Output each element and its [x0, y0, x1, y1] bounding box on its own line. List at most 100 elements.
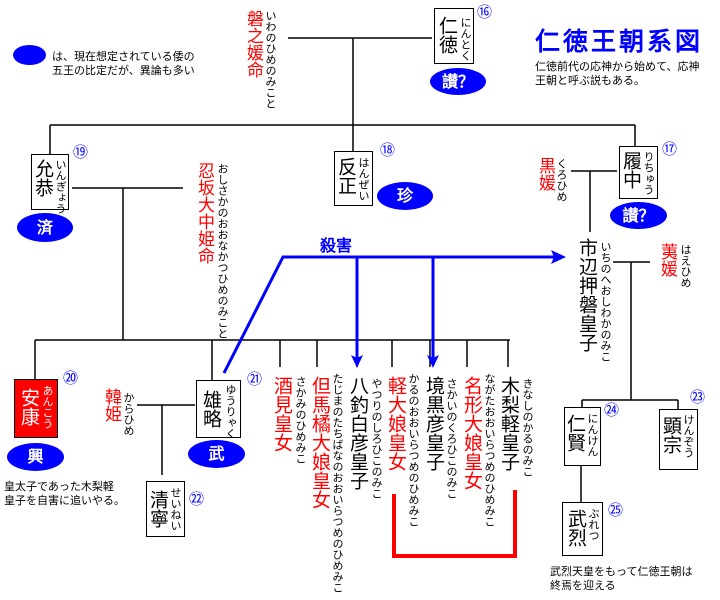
line-nintoku-children: [49, 124, 636, 154]
person-haehime-name: 荑媛: [657, 243, 677, 277]
person-karu-ooiratsume-name: 軽大娘皇女: [385, 376, 407, 471]
person-buretsu-box: 武烈 ぶれつ: [562, 502, 603, 556]
person-ichinobe-reading: いちのへおしわかのみこ: [599, 241, 612, 362]
reign-number-richu: ⑰: [662, 140, 678, 158]
person-seinei-name: 清寧: [147, 490, 169, 528]
buretsu-note: 武烈天皇をもって仁徳王朝は終焉を迎える: [550, 565, 692, 593]
description-line-2: 王朝と呼ぶ説もある。: [535, 74, 645, 87]
person-kinashi-name: 木梨軽皇子: [498, 376, 520, 471]
reign-number-nintoku: ⑯: [477, 3, 493, 21]
person-buretsu-name: 武烈: [565, 509, 587, 547]
reign-number-yuryaku: ㉑: [247, 370, 263, 388]
king-badge-yuryaku: 武: [188, 440, 245, 468]
buretsu-note-line-2: 終焉を迎える: [550, 579, 616, 592]
king-badge-ingyo: 済: [17, 213, 73, 242]
person-haehime-reading: はえひめ: [679, 244, 692, 288]
person-yatsuri-name: 八釣白彦皇子: [347, 376, 369, 490]
person-sakami-name: 酒見皇女: [271, 376, 293, 452]
description-line-1: 仁徳前代の応神から始めて、応神: [535, 60, 700, 73]
kill-label: 殺害: [320, 236, 353, 255]
reign-number-kenzo: ㉓: [690, 388, 706, 406]
person-buretsu-reading: ぶれつ: [587, 508, 600, 541]
legend-line-2: 五王の比定だが、異論も多い: [52, 64, 195, 77]
line-karahime-yuryaku: [137, 404, 195, 475]
reign-number-buretsu: ㉕: [608, 501, 624, 519]
legend-line-1: は、現在想定されている倭の: [52, 50, 195, 63]
person-ninken-box: 仁賢 にんけん: [564, 407, 601, 466]
person-kenzo-box: 顕宗 けんぞう: [659, 409, 698, 470]
person-osaka-reading: おしさかのおおなかつひめのみこと: [216, 163, 229, 339]
person-seinei-reading: せいねい: [169, 487, 182, 531]
arrowhead-sakai: [427, 355, 439, 368]
person-ingyo-reading: いんぎょう: [54, 159, 67, 214]
person-hanzei-reading: はんぜい: [357, 157, 370, 201]
person-richu-reading: りちゅう: [642, 151, 655, 195]
person-nagata-name: 名形大娘皇女: [461, 376, 483, 490]
king-badge-anko: 興: [7, 443, 64, 471]
legend-text: は、現在想定されている倭の五王の比定だが、異論も多い: [52, 50, 195, 78]
reign-number-seinei: ㉒: [189, 490, 205, 508]
person-iwanohime-name: 磐之媛命: [243, 10, 263, 78]
buretsu-note-line-1: 武烈天皇をもって仁徳王朝は: [550, 565, 693, 578]
person-anko-reading: あんこう: [41, 385, 54, 429]
person-osaka-name: 忍坂大中姫命: [194, 162, 214, 264]
person-ichinobe-name: 市辺押磐皇子: [576, 238, 598, 352]
person-nagata-reading: ながたおおいらつめのひめみこ: [483, 373, 496, 527]
line-ingyo-children: [34, 339, 510, 380]
person-iwanohime-reading: いわのひめのみこと: [264, 10, 277, 109]
arrowhead-yatsuri: [351, 355, 363, 368]
description: 仁徳前代の応神から始めて、応神王朝と呼ぶ説もある。: [535, 60, 699, 88]
king-badge-richu: 讃？: [610, 202, 667, 229]
person-hanzei-box: 反正 はんぜい: [334, 151, 373, 206]
kill-arrow-line: [222, 255, 560, 374]
person-yuryaku-box: 雄略 ゆうりゃく: [196, 380, 241, 439]
page-title: 仁徳王朝系図: [535, 27, 704, 56]
person-ninken-name: 仁賢: [564, 414, 586, 452]
person-hanzei-name: 反正: [335, 157, 357, 195]
person-anko-name: 安康: [18, 388, 40, 426]
king-badge-nintoku: 讃？: [430, 68, 486, 95]
person-yatsuri-reading: やつりのしろひこのみこ: [370, 378, 383, 499]
person-richu-box: 履中 りちゅう: [619, 146, 658, 199]
person-kurohime-reading: くろひめ: [555, 158, 568, 202]
person-sakai-name: 境黒彦皇子: [423, 376, 445, 471]
person-anko-box: 安康 あんこう: [14, 379, 58, 438]
person-kenzo-reading: けんぞう: [682, 414, 695, 458]
person-kinashi-reading: きなしのかるのみこ: [521, 378, 534, 477]
reign-number-hanzei: ⑱: [380, 141, 396, 159]
line-richu-kurohime: [571, 170, 617, 232]
person-tajima-name: 但馬橘大娘皇女: [309, 376, 331, 509]
person-kurohime-name: 黒媛: [535, 157, 555, 191]
person-yuryaku-reading: ゆうりゃく: [224, 384, 237, 439]
king-badge-hanzei: 珍: [377, 182, 433, 210]
person-sakai-reading: さかいのくろひこのみこ: [445, 378, 458, 499]
line-iwanohime-nintoku: [288, 37, 432, 125]
person-sakami-reading: さかみのひめみこ: [294, 376, 307, 464]
person-tajima-reading: たじまのたちばなのおおいらつめのひめみこ: [331, 373, 344, 593]
arrowhead-ichinobe: [551, 250, 566, 264]
reign-number-anko: ⑳: [63, 369, 79, 387]
reign-number-ingyo: ⑲: [73, 143, 89, 161]
line-ingyo-osaka: [72, 187, 183, 340]
red-bracket: [392, 490, 517, 558]
person-karahime-name: 韓姫: [101, 388, 121, 422]
person-ingyo-name: 允恭: [32, 159, 54, 197]
anko-note-line-2: 皇子を自害に追いやる。: [4, 494, 125, 507]
person-nintoku-box: 仁徳 にんとく: [434, 8, 474, 64]
anko-note-line-1: 皇太子であった木梨軽: [4, 480, 114, 493]
person-richu-name: 履中: [620, 151, 642, 189]
person-yuryaku-name: 雄略: [200, 390, 222, 428]
person-nintoku-name: 仁徳: [436, 16, 458, 54]
person-seinei-box: 清寧 せいねい: [146, 481, 185, 537]
reign-number-ninken: ㉔: [604, 401, 620, 419]
legend-ellipse: [13, 45, 46, 65]
person-nintoku-reading: にんとく: [459, 17, 472, 61]
person-karu-ooiratsume-reading: かるのおおいらつめのひめみこ: [407, 373, 420, 527]
anko-note: 皇太子であった木梨軽皇子を自害に追いやる。: [4, 480, 125, 508]
person-karahime-reading: からひめ: [122, 392, 135, 436]
person-kenzo-name: 顕宗: [660, 416, 682, 454]
line-ichinobe-haehime: [581, 261, 679, 409]
person-ingyo-box: 允恭 いんぎょう: [31, 154, 69, 214]
